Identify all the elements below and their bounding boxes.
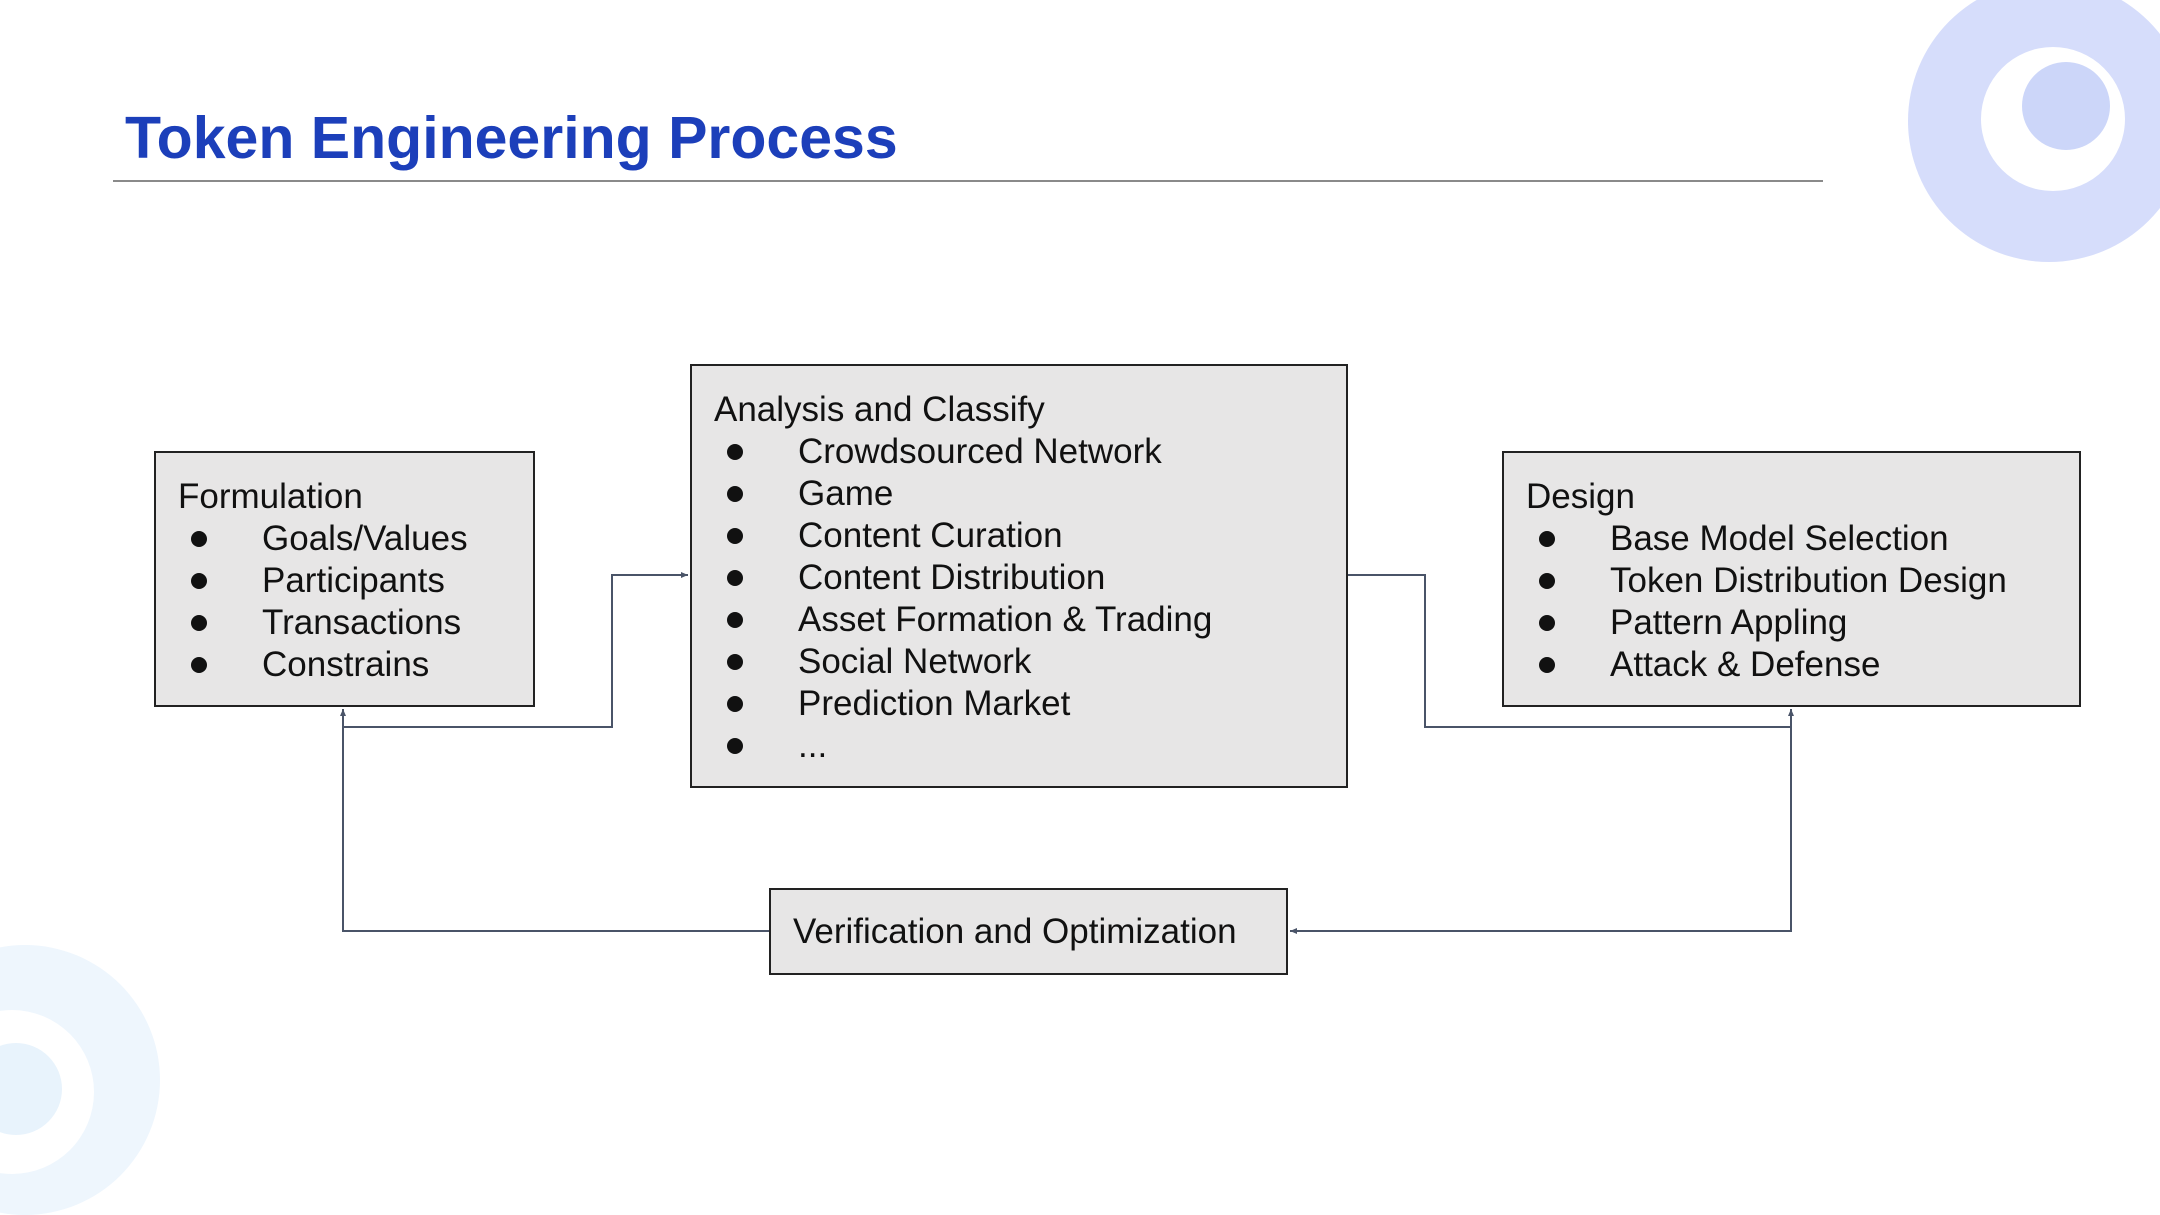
- analysis-list: Crowdsourced Network Game Content Curati…: [714, 431, 1346, 767]
- list-item-label: Goals/Values: [262, 519, 468, 558]
- page-title: Token Engineering Process: [125, 105, 898, 171]
- list-item-label: Transactions: [262, 603, 462, 642]
- bullet-icon: [1539, 531, 1555, 547]
- design-list: Base Model Selection Token Distribution …: [1526, 518, 2079, 686]
- list-item-label: Content Distribution: [798, 558, 1106, 597]
- verification-box: Verification and Optimization: [769, 888, 1288, 975]
- list-item: Game: [714, 473, 1346, 515]
- connector-design-to-verification: [1290, 727, 1792, 934]
- list-item: Content Distribution: [714, 557, 1346, 599]
- list-item-label: Constrains: [262, 645, 430, 684]
- bullet-icon: [1539, 615, 1555, 631]
- list-item: Content Curation: [714, 515, 1346, 557]
- list-item: Goals/Values: [178, 518, 533, 560]
- list-item-label: Content Curation: [798, 516, 1063, 555]
- design-box: Design Base Model Selection Token Distri…: [1502, 451, 2081, 707]
- formulation-box: Formulation Goals/Values Participants Tr…: [154, 451, 535, 707]
- bullet-icon: [1539, 657, 1555, 673]
- list-item-label: Social Network: [798, 642, 1032, 681]
- list-item-label: Token Distribution Design: [1610, 561, 2007, 600]
- bullet-icon: [727, 570, 743, 586]
- bullet-icon: [727, 696, 743, 712]
- list-item: Base Model Selection: [1526, 518, 2079, 560]
- list-item-label: Participants: [262, 561, 445, 600]
- bullet-icon: [191, 531, 207, 547]
- bullet-icon: [191, 573, 207, 589]
- title-divider: [113, 180, 1823, 182]
- formulation-title: Formulation: [178, 477, 363, 516]
- bullet-icon: [727, 738, 743, 754]
- list-item-label: Base Model Selection: [1610, 519, 1949, 558]
- list-item: Social Network: [714, 641, 1346, 683]
- analysis-title: Analysis and Classify: [714, 390, 1045, 429]
- list-item: Attack & Defense: [1526, 644, 2079, 686]
- list-item-label: Pattern Appling: [1610, 603, 1848, 642]
- bullet-icon: [1539, 573, 1555, 589]
- list-item: ...: [714, 725, 1346, 767]
- list-item: Token Distribution Design: [1526, 560, 2079, 602]
- bullet-icon: [727, 528, 743, 544]
- list-item-label: Game: [798, 474, 894, 513]
- connector-analysis-to-design: [1348, 574, 1794, 728]
- bullet-icon: [191, 657, 207, 673]
- verification-title: Verification and Optimization: [793, 912, 1237, 951]
- list-item-label: Asset Formation & Trading: [798, 600, 1213, 639]
- list-item: Asset Formation & Trading: [714, 599, 1346, 641]
- bullet-icon: [727, 654, 743, 670]
- design-title: Design: [1526, 477, 1635, 516]
- bullet-icon: [727, 486, 743, 502]
- list-item: Transactions: [178, 602, 533, 644]
- list-item: Prediction Market: [714, 683, 1346, 725]
- bullet-icon: [727, 612, 743, 628]
- list-item: Constrains: [178, 644, 533, 686]
- list-item-label: ...: [798, 726, 828, 765]
- list-item-label: Attack & Defense: [1610, 645, 1881, 684]
- connector-formulation-to-analysis: [343, 572, 688, 728]
- decorative-dot-top-right: [2022, 62, 2110, 150]
- formulation-list: Goals/Values Participants Transactions C…: [178, 518, 533, 686]
- list-item-label: Crowdsourced Network: [798, 432, 1162, 471]
- analysis-box: Analysis and Classify Crowdsourced Netwo…: [690, 364, 1348, 788]
- list-item: Crowdsourced Network: [714, 431, 1346, 473]
- list-item-label: Prediction Market: [798, 684, 1071, 723]
- list-item: Pattern Appling: [1526, 602, 2079, 644]
- bullet-icon: [727, 444, 743, 460]
- list-item: Participants: [178, 560, 533, 602]
- connector-verification-to-formulation: [340, 709, 769, 932]
- bullet-icon: [191, 615, 207, 631]
